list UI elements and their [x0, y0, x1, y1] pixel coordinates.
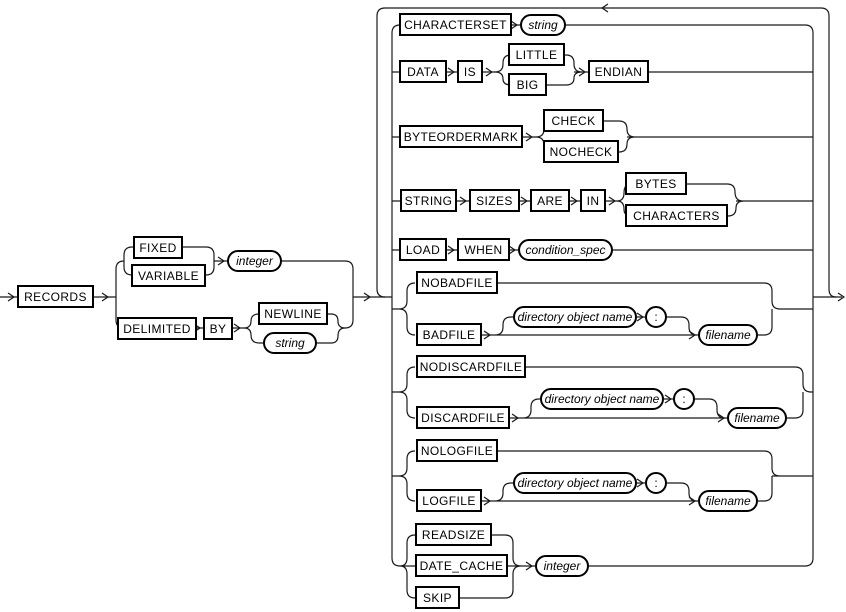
- skip-keyword: SKIP: [415, 586, 460, 609]
- badfile-colon-separator: :: [645, 306, 667, 328]
- logfile-directory-variable: directory object name: [513, 472, 637, 494]
- characters-keyword: CHARACTERS: [625, 204, 728, 227]
- string-keyword: STRING: [400, 189, 457, 212]
- left-branch-bus: [391, 24, 401, 567]
- row-string-sizes-line: [457, 183, 813, 217]
- is-keyword: IS: [457, 60, 483, 83]
- logfile-keyword: LOGFILE: [416, 489, 482, 512]
- check-keyword: CHECK: [543, 109, 604, 132]
- nobadfile-keyword: NOBADFILE: [416, 271, 498, 294]
- byteordermark-keyword: BYTEORDERMARK: [399, 125, 523, 148]
- badfile-filename-variable: filename: [698, 324, 758, 346]
- date-cache-keyword: DATE_CACHE: [415, 554, 508, 577]
- row-logfile-line: [398, 450, 813, 502]
- sizes-keyword: SIZES: [469, 189, 520, 212]
- arrowheads: [7, 3, 846, 571]
- logfile-colon-separator: :: [645, 472, 667, 494]
- variable-keyword: VARIABLE: [131, 264, 206, 287]
- right-merge-bus: [812, 33, 842, 558]
- delimiter-string-variable: string: [263, 332, 317, 354]
- nodiscardfile-keyword: NODISCARDFILE: [416, 355, 526, 378]
- by-keyword: BY: [203, 317, 233, 340]
- integer-cache-variable: integer: [535, 555, 589, 577]
- integer-size-variable: integer: [227, 250, 282, 272]
- fixed-keyword: FIXED: [133, 236, 183, 259]
- readsize-keyword: READSIZE: [415, 523, 492, 546]
- endian-keyword: ENDIAN: [588, 60, 649, 83]
- nologfile-keyword: NOLOGFILE: [416, 439, 498, 462]
- are-keyword: ARE: [530, 189, 570, 212]
- nocheck-keyword: NOCHECK: [543, 140, 619, 163]
- newline-keyword: NEWLINE: [258, 302, 328, 325]
- in-keyword: IN: [580, 189, 606, 212]
- logfile-filename-variable: filename: [698, 490, 758, 512]
- when-keyword: WHEN: [457, 238, 510, 261]
- load-keyword: LOAD: [399, 238, 447, 261]
- discardfile-keyword: DISCARDFILE: [416, 406, 510, 429]
- characterset-string-variable: string: [520, 14, 566, 36]
- discardfile-directory-variable: directory object name: [540, 388, 664, 410]
- big-keyword: BIG: [508, 73, 547, 96]
- discardfile-colon-separator: :: [673, 388, 695, 410]
- characterset-keyword: CHARACTERSET: [399, 13, 512, 36]
- badfile-directory-variable: directory object name: [513, 306, 637, 328]
- condition-spec-variable: condition_spec: [518, 239, 613, 261]
- bytes-keyword: BYTES: [625, 172, 687, 195]
- data-keyword: DATA: [399, 60, 447, 83]
- row-readsize-line: [399, 534, 814, 599]
- row-discardfile-line: [398, 366, 813, 419]
- badfile-keyword: BADFILE: [416, 323, 482, 346]
- row-endian-line: [447, 54, 813, 86]
- discardfile-filename-variable: filename: [727, 407, 787, 429]
- records-keyword: RECORDS: [17, 285, 94, 308]
- row-badfile-line: [398, 282, 813, 336]
- little-keyword: LITTLE: [508, 43, 565, 66]
- delimited-keyword: DELIMITED: [117, 317, 197, 340]
